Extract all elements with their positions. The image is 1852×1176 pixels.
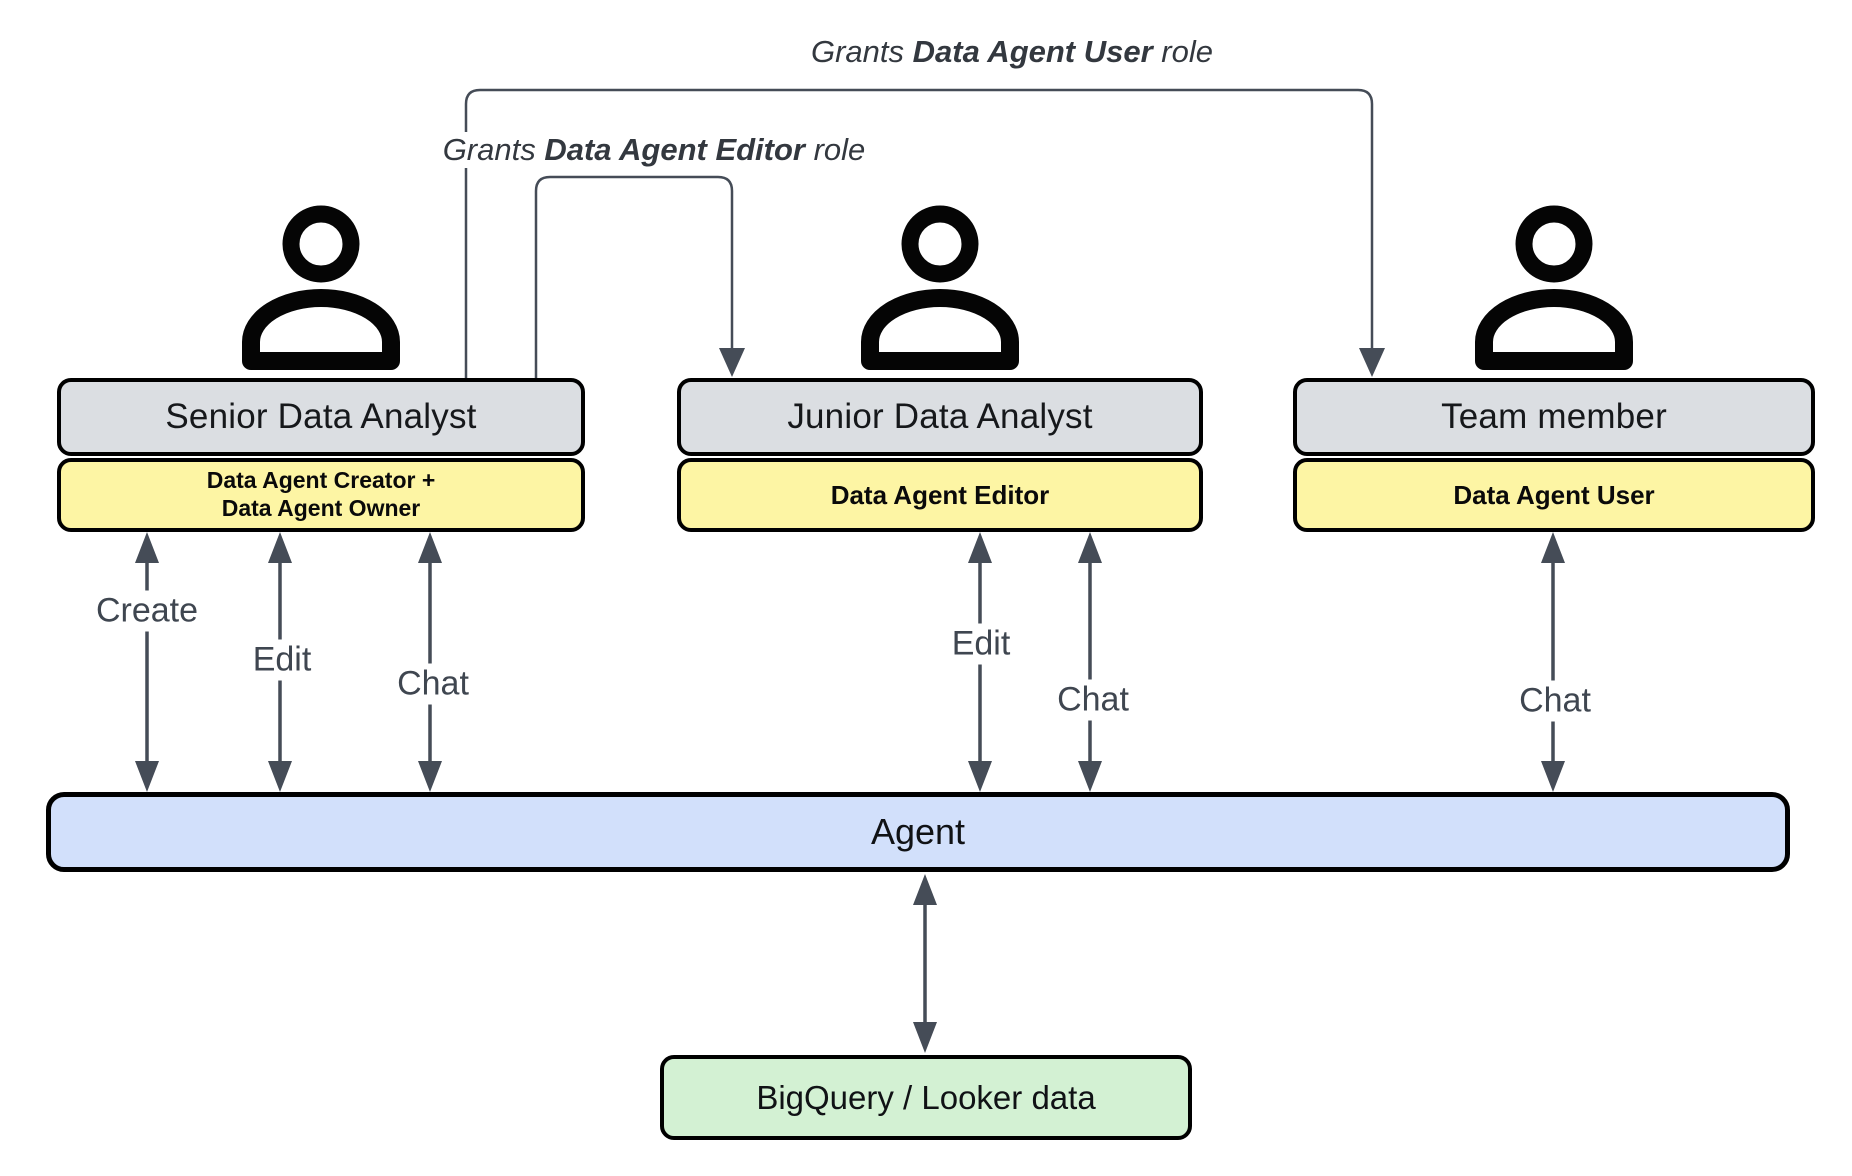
chat-arrow	[1078, 532, 1102, 792]
role-card-junior-title: Junior Data Analyst	[677, 378, 1203, 456]
datasource-box: BigQuery / Looker data	[660, 1055, 1192, 1140]
grants-user-label: Grants Data Agent User role	[807, 34, 1217, 70]
role-card-senior-title: Senior Data Analyst	[57, 378, 585, 456]
badge-line: Data Agent Editor	[830, 479, 1050, 510]
role-card-junior-badge: Data Agent Editor	[677, 458, 1203, 532]
person-icon	[861, 205, 1019, 370]
create-label: Create	[88, 590, 206, 632]
chat-arrow	[418, 532, 442, 792]
role-card-team-title: Team member	[1293, 378, 1815, 456]
grants-editor-arrow	[534, 175, 745, 378]
agent-data-arrow	[913, 874, 937, 1053]
person-icon	[1475, 205, 1633, 370]
grants-user-arrow	[464, 88, 1385, 378]
chat-label: Chat	[390, 663, 476, 705]
badge-line: Data Agent Owner	[221, 495, 421, 521]
chat-arrow	[1541, 532, 1565, 792]
edit-label: Edit	[944, 623, 1018, 665]
chat-label: Chat	[1050, 679, 1136, 721]
badge-line: Data Agent User	[1453, 479, 1655, 510]
chat-label: Chat	[1512, 680, 1598, 722]
role-card-senior-badge: Data Agent Creator + Data Agent Owner	[57, 458, 585, 532]
agent-bar: Agent	[46, 792, 1790, 872]
badge-line: Data Agent Creator +	[206, 467, 436, 494]
edit-label: Edit	[245, 639, 319, 681]
role-card-team-badge: Data Agent User	[1293, 458, 1815, 532]
person-icon	[242, 205, 400, 370]
create-arrow	[135, 532, 159, 792]
grants-editor-label: Grants Data Agent Editor role	[438, 132, 870, 168]
